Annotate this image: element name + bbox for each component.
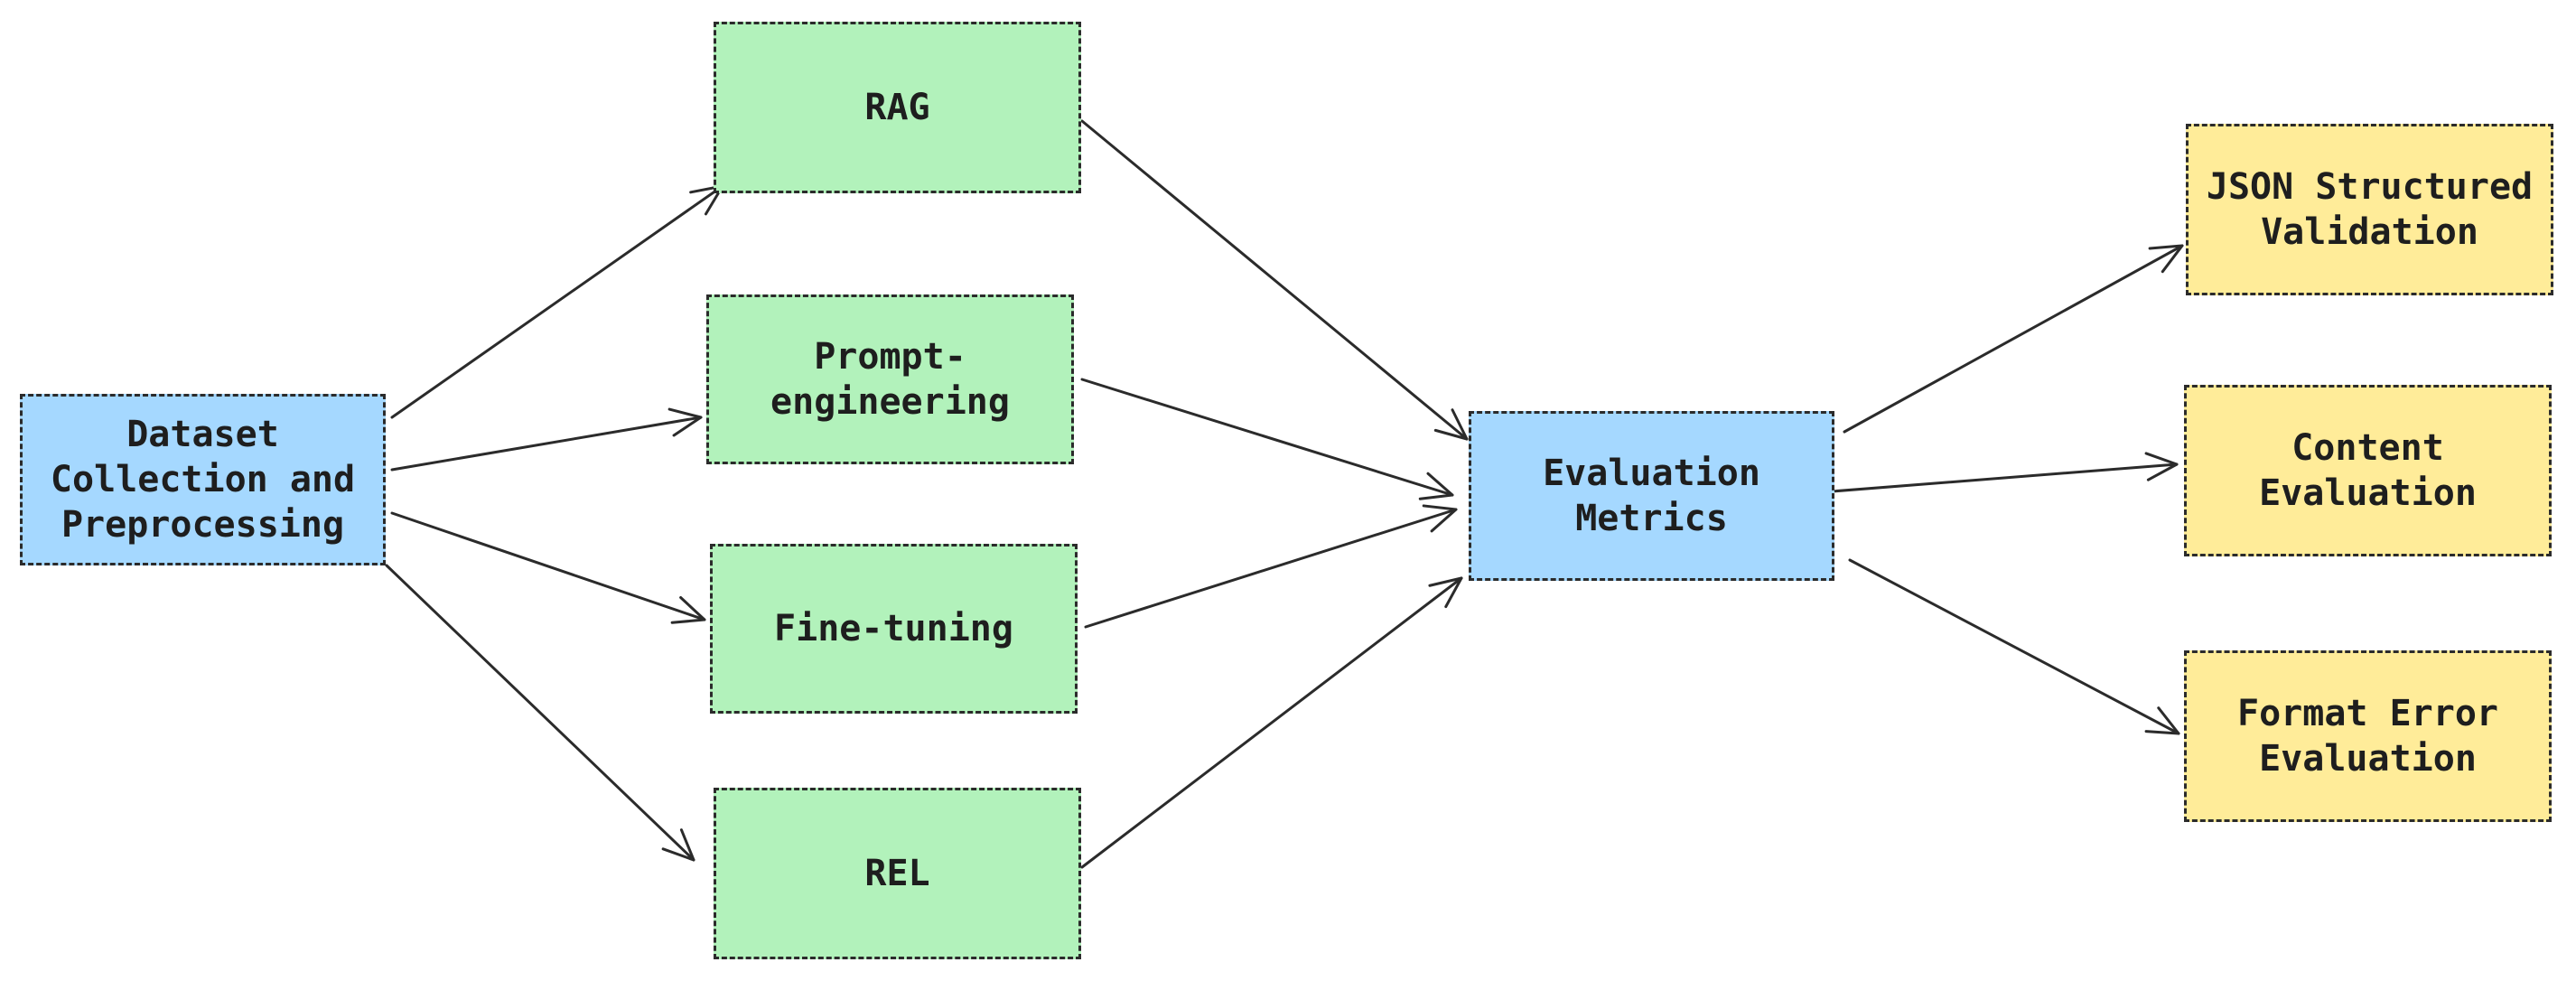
arrowhead-icon [2148,244,2184,274]
arrowhead-icon [1433,408,1469,441]
arrow-eval-to-format [1848,558,2180,735]
arrowhead-icon [1428,576,1463,609]
format-error-node: Format Error Evaluation [2184,650,2552,822]
rel-node: REL [714,788,1081,959]
content-evaluation-node: Content Evaluation [2184,385,2552,556]
json-validation-node: JSON Structured Validation [2186,124,2553,295]
arrowhead-icon [1418,472,1454,500]
fine-tuning-node: Fine-tuning [710,544,1078,714]
prompt-engineering-node: Prompt- engineering [706,294,1074,464]
evaluation-metrics-node: Evaluation Metrics [1469,411,1834,581]
arrow-dataset-to-rag [390,184,724,419]
arrow-dataset-to-finetune [390,511,706,624]
arrowhead-icon [2144,706,2180,735]
arrow-finetune-to-eval [1084,504,1458,629]
arrowhead-icon [667,407,703,437]
arrow-rel-to-eval [1080,576,1463,869]
arrowhead-icon [2144,452,2179,481]
arrow-dataset-to-rel [385,564,695,862]
arrowhead-icon [661,828,695,862]
arrow-eval-to-json [1843,244,2184,434]
arrow-rag-to-eval [1080,119,1469,441]
arrow-dataset-to-prompt [390,407,703,472]
arrowhead-icon [670,595,706,624]
arrow-eval-to-content [1830,452,2179,493]
arrow-prompt-to-eval [1080,378,1454,500]
dataset-node: Dataset Collection and Preprocessing [20,394,386,565]
rag-node: RAG [714,22,1081,193]
arrowhead-icon [1422,504,1458,533]
